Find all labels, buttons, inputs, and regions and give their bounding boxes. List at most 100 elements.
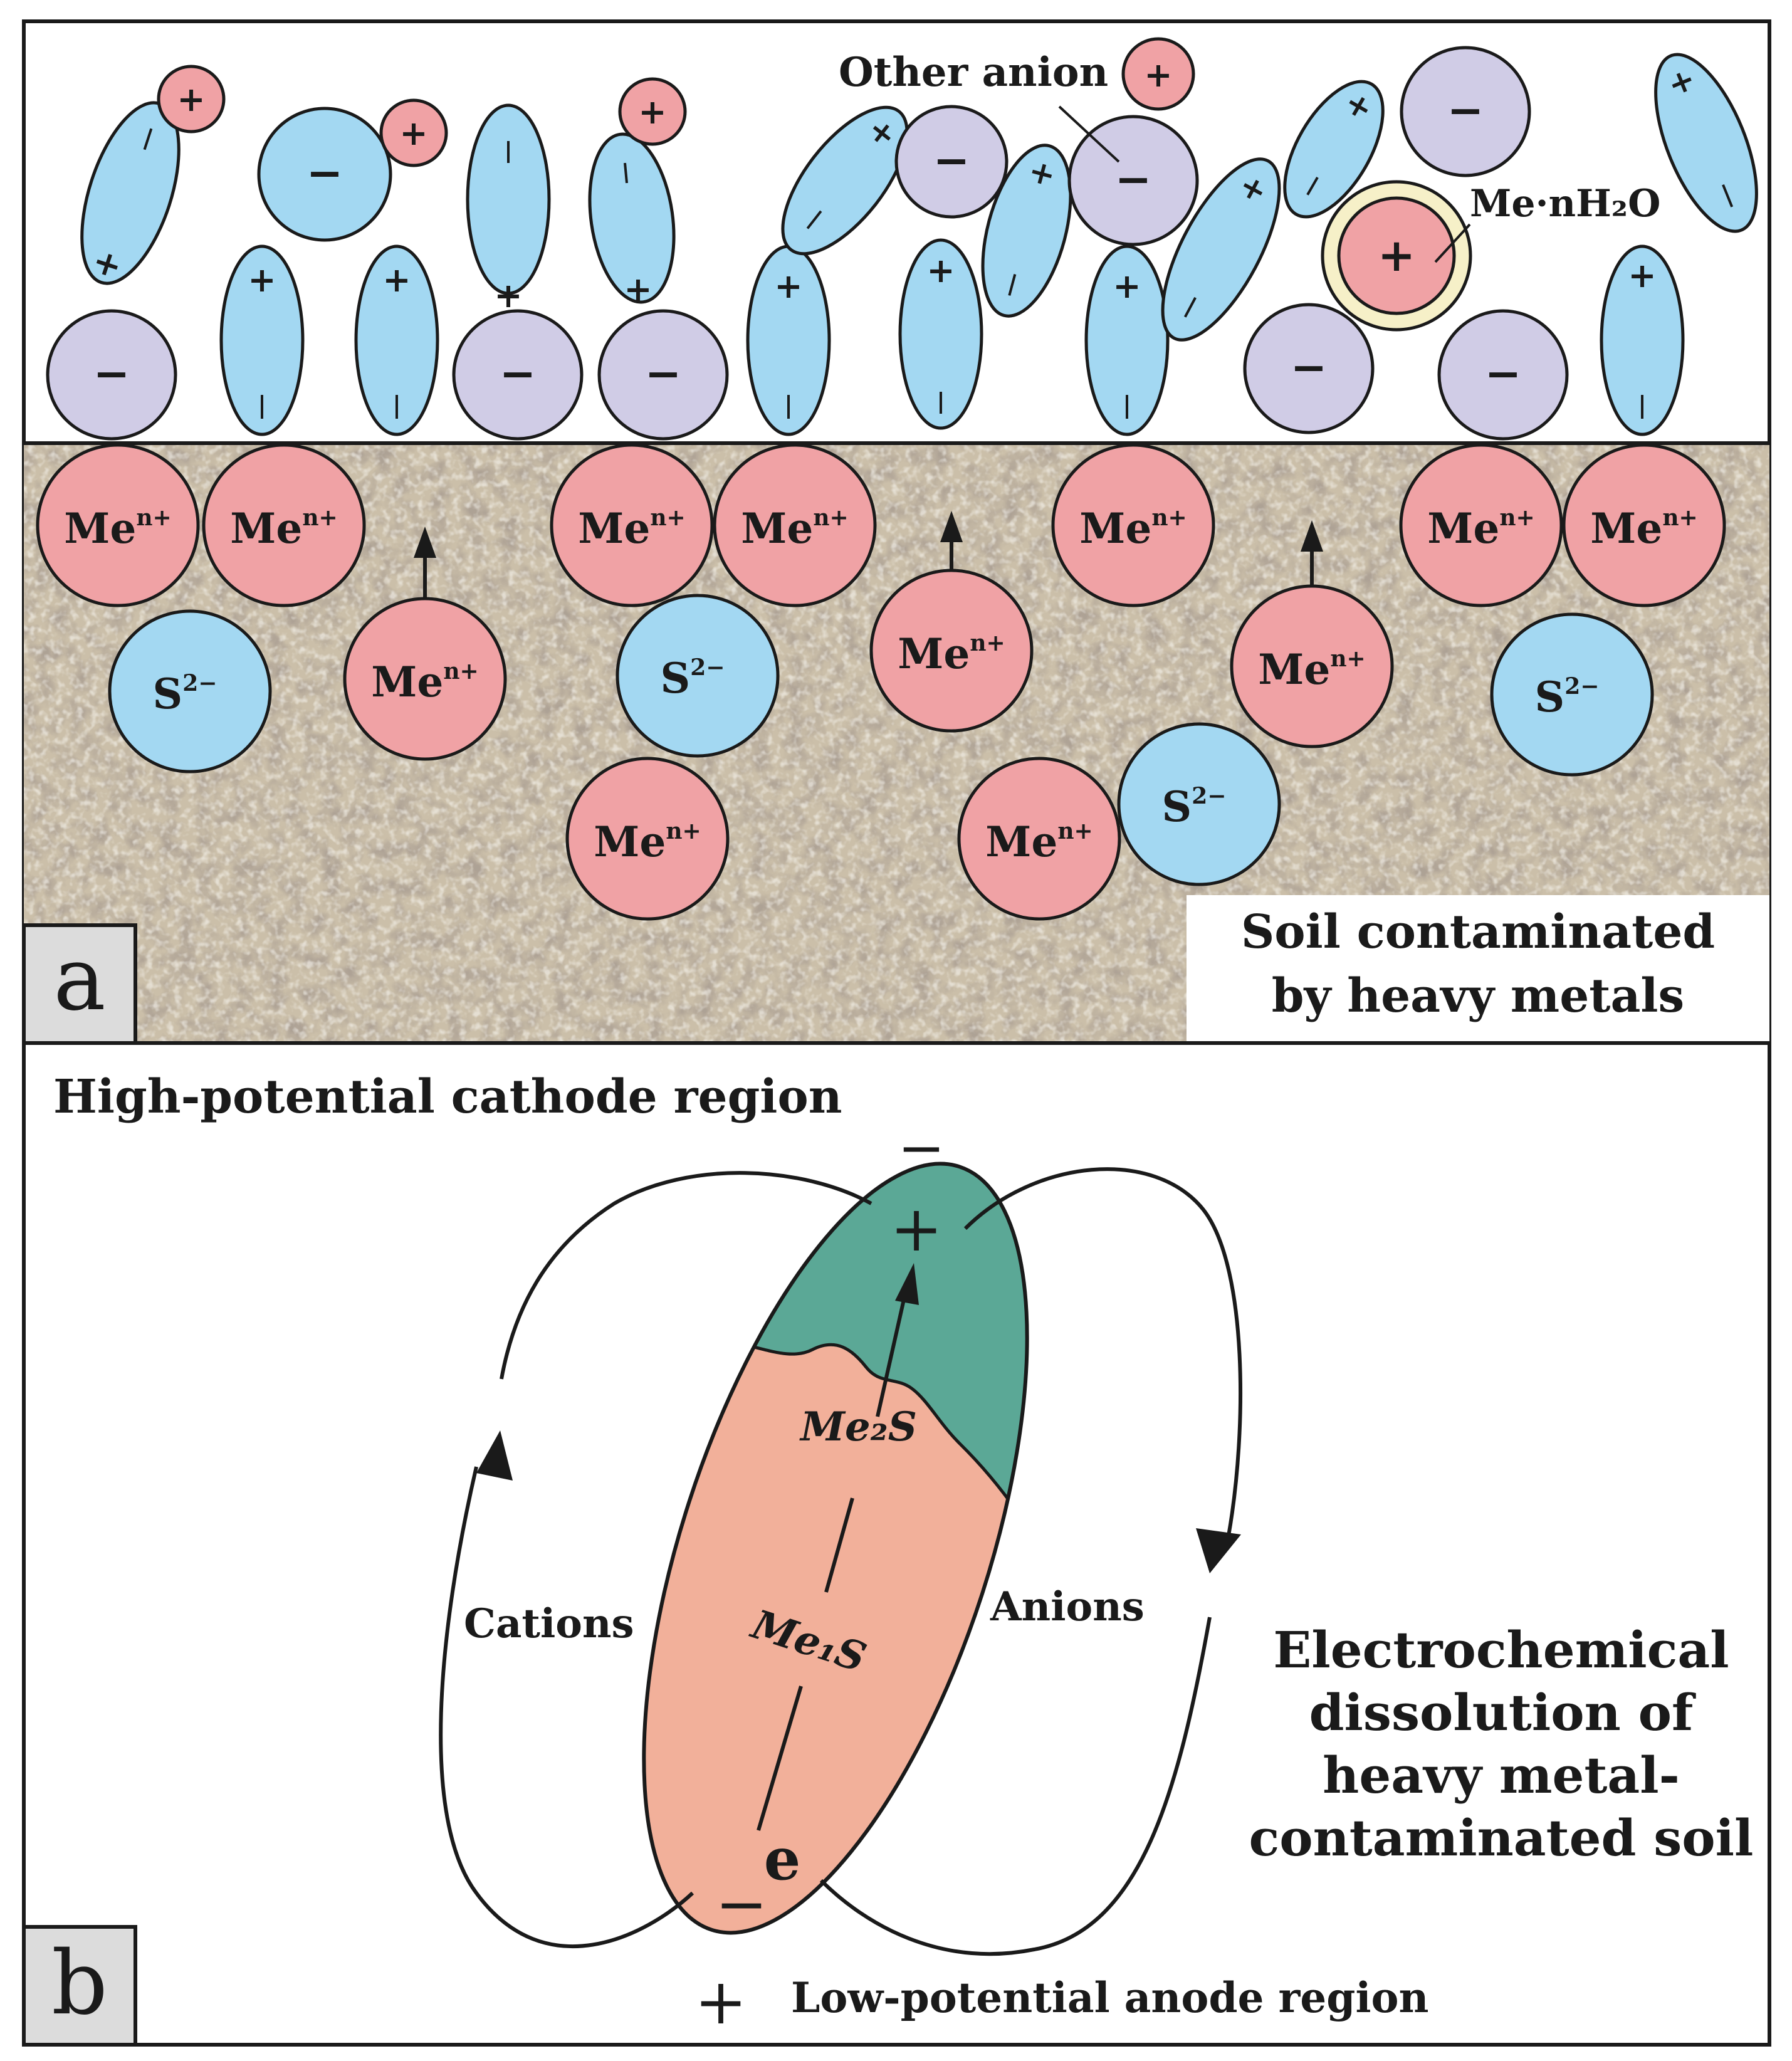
svg-text:+: + bbox=[494, 275, 522, 315]
svg-text:+: + bbox=[1113, 266, 1141, 306]
svg-text:−: − bbox=[933, 134, 970, 186]
svg-text:Men+: Men+ bbox=[64, 504, 171, 553]
sulfide-ion: S2− bbox=[108, 609, 272, 774]
me2s-label: Me₂S bbox=[799, 1403, 917, 1450]
metal-ion: Men+ bbox=[713, 443, 877, 607]
anion: − bbox=[1400, 46, 1531, 177]
hydrated-metal-leader bbox=[1434, 223, 1471, 263]
svg-text:+: + bbox=[1628, 255, 1656, 295]
anode-region-label: Low-potential anode region bbox=[791, 1973, 1429, 2022]
svg-text:Men+: Men+ bbox=[898, 629, 1005, 678]
metal-ion: Men+ bbox=[1399, 443, 1563, 607]
anode-sign: + bbox=[694, 1965, 747, 2038]
water-dipoles: + + + + + + + + + + + + + + bbox=[80, 53, 1758, 436]
water-dipole: + bbox=[1161, 157, 1281, 342]
svg-text:S2−: S2− bbox=[153, 669, 217, 718]
dissolution-caption: Electrochemical dissolution of heavy met… bbox=[1249, 1620, 1754, 1867]
anion: − bbox=[257, 107, 392, 242]
other-anion-leader bbox=[1058, 105, 1120, 163]
hydrated-metal-ion: + Me·nH₂O bbox=[1321, 180, 1660, 332]
up-arrow bbox=[414, 527, 436, 599]
metal-ion: Men+ bbox=[550, 443, 714, 607]
svg-text:+: + bbox=[382, 260, 411, 300]
soil-caption-line2: by heavy metals bbox=[1272, 969, 1684, 1023]
anion: − bbox=[46, 309, 177, 441]
svg-text:heavy metal-: heavy metal- bbox=[1323, 1746, 1680, 1805]
svg-text:Electrochemical: Electrochemical bbox=[1273, 1620, 1729, 1679]
svg-text:−: − bbox=[500, 347, 537, 399]
svg-text:a: a bbox=[53, 928, 105, 1030]
metal-ion: Men+ bbox=[1230, 584, 1394, 748]
anion-loop bbox=[963, 1167, 1242, 1536]
water-dipole: + bbox=[1654, 53, 1758, 233]
metal-ion: Men+ bbox=[1051, 443, 1215, 607]
svg-text:Men+: Men+ bbox=[230, 504, 337, 553]
metal-ion: Men+ bbox=[343, 597, 507, 761]
water-dipole: + bbox=[898, 238, 983, 430]
metal-ion: Men+ bbox=[565, 757, 730, 921]
internal-current-path bbox=[757, 1263, 919, 1831]
water-dipole: + bbox=[588, 132, 676, 309]
svg-text:Men+: Men+ bbox=[1590, 504, 1697, 553]
electron-label: e bbox=[764, 1825, 801, 1893]
svg-text:+: + bbox=[177, 79, 205, 119]
metal-ion: Men+ bbox=[202, 443, 366, 607]
hydrated-metal-label: Me·nH₂O bbox=[1470, 182, 1660, 226]
anion: − bbox=[1437, 309, 1569, 441]
svg-text:−: − bbox=[1115, 153, 1152, 205]
cation: + bbox=[618, 77, 687, 146]
svg-text:b: b bbox=[51, 1933, 108, 2035]
sulfide-ion: S2− bbox=[616, 594, 780, 758]
metal-ion: Men+ bbox=[36, 443, 200, 607]
svg-text:+: + bbox=[1378, 228, 1415, 281]
panel-b: High-potential cathode region Me₂S Me₁S … bbox=[22, 1041, 1771, 2047]
sulfide-ions: S2− S2− S2− S2− bbox=[108, 594, 1654, 886]
water-dipole: + bbox=[466, 103, 551, 315]
svg-text:+: + bbox=[926, 250, 955, 290]
up-arrow bbox=[1301, 520, 1323, 586]
anions-label: Anions bbox=[990, 1583, 1145, 1630]
svg-text:−: − bbox=[93, 347, 130, 399]
soil-caption: Soil contaminated by heavy metals bbox=[1187, 895, 1769, 1043]
metal-ion: Men+ bbox=[1562, 443, 1726, 607]
water-dipole: + bbox=[981, 144, 1072, 318]
cathode-region-label: High-potential cathode region bbox=[53, 1070, 842, 1124]
water-dipole: + bbox=[219, 244, 305, 436]
anion-loop-lower bbox=[819, 1617, 1212, 1956]
cations-label: Cations bbox=[464, 1600, 634, 1647]
cation: + bbox=[379, 98, 448, 167]
svg-text:contaminated soil: contaminated soil bbox=[1249, 1808, 1754, 1867]
anion-arrowhead bbox=[1196, 1528, 1241, 1573]
water-dipole: + bbox=[80, 101, 181, 287]
svg-text:Men+: Men+ bbox=[1258, 645, 1365, 694]
water-dipole: + bbox=[1600, 244, 1685, 436]
bottom-minus-sign: − bbox=[715, 1867, 768, 1941]
svg-text:Men+: Men+ bbox=[985, 817, 1092, 866]
panel-a: + + + + + + + + + + + + + + − − − − − − … bbox=[22, 19, 1771, 1045]
water-dipole: + bbox=[1283, 80, 1385, 219]
anion: − bbox=[597, 309, 729, 441]
top-plus-sign: + bbox=[890, 1192, 943, 1266]
svg-text:−: − bbox=[1447, 84, 1484, 136]
metal-ion: Men+ bbox=[869, 569, 1034, 733]
svg-text:+: + bbox=[774, 266, 802, 306]
svg-text:+: + bbox=[638, 92, 666, 132]
svg-text:+: + bbox=[399, 113, 427, 153]
anions: − − − − − − − − bbox=[46, 46, 1569, 441]
metal-ion: Men+ bbox=[957, 757, 1121, 921]
migration-arrows bbox=[414, 511, 1323, 599]
anion: − bbox=[452, 309, 584, 441]
svg-text:−: − bbox=[645, 347, 682, 399]
top-minus-sign: − bbox=[898, 1115, 945, 1181]
svg-text:S2−: S2− bbox=[1162, 782, 1227, 831]
svg-text:Men+: Men+ bbox=[371, 658, 478, 706]
svg-text:+: + bbox=[624, 269, 652, 309]
svg-text:Men+: Men+ bbox=[578, 504, 685, 553]
svg-text:Men+: Men+ bbox=[1427, 504, 1534, 553]
small-cations: + + + + bbox=[157, 37, 1195, 167]
current-loops bbox=[439, 1167, 1242, 1956]
svg-text:+: + bbox=[248, 260, 276, 300]
svg-text:+: + bbox=[1144, 55, 1172, 95]
sulfide-ion: S2− bbox=[1490, 612, 1654, 777]
other-anion-label: Other anion bbox=[839, 49, 1108, 96]
